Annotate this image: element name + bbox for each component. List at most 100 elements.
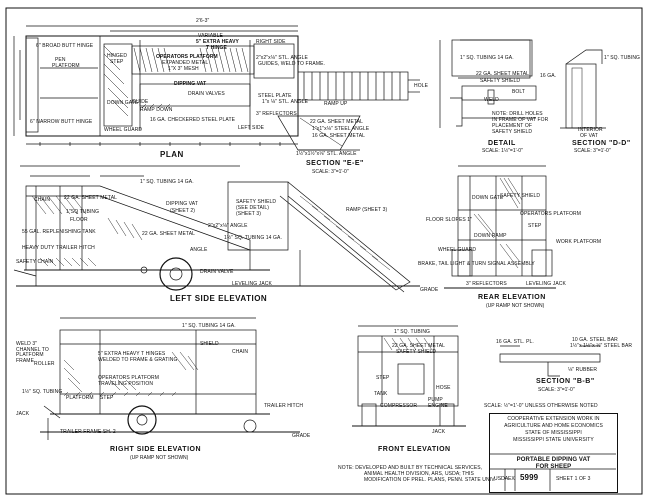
front-label: TANK: [374, 391, 388, 397]
drawing-subtitle: FOR SHEEP: [535, 464, 572, 470]
section-dd-scale: SCALE: 3"=1'-0": [574, 148, 611, 154]
rear-label: WORK PLATFORM: [556, 239, 602, 245]
plan-label: 2"x2"x⅛" STL. ANGLE: [256, 55, 308, 61]
rear-label: DOWN RAMP: [474, 233, 507, 239]
left-side-hatching: [31, 195, 391, 271]
plan-label: PEN: [55, 57, 66, 63]
right-side-label: ROLLER: [34, 361, 55, 367]
left-side-label: LEVELING JACK: [232, 281, 272, 287]
section-bb-label: 1½"x 1½"x ⅛" STEEL BAR: [570, 343, 633, 349]
detail-label: IN FRAME OF VAT FOR: [492, 117, 549, 123]
front-label: HOSE: [436, 385, 451, 391]
plan-label: DIPPING VAT: [174, 81, 207, 87]
detail-label: SAFETY SHIELD: [492, 129, 533, 135]
left-side-label: SAFETY CHAIN: [16, 259, 54, 265]
section-ee-label: 1½"x1½"x⅛" STL. ANGLE: [296, 151, 357, 157]
right-side-label: CHAIN: [232, 349, 249, 355]
plan-hatching: [103, 45, 249, 117]
section-bb: [499, 345, 601, 377]
front-label: JACK: [432, 429, 446, 435]
plan-label: LEFT SIDE: [238, 125, 265, 131]
left-side-label: 1½" SQ. TUBING 14 GA.: [224, 235, 282, 241]
plan-label: 1"X 3" MESH: [168, 66, 199, 72]
left-side-label: ANGLE: [190, 247, 208, 253]
agency-label: USDA: [494, 476, 509, 482]
plan-label: T HINGE: [206, 45, 227, 51]
left-side-label: (SHEET 3): [236, 211, 261, 217]
plan-label: STEEL PLATE: [258, 93, 292, 99]
plan-label: VARIABLE: [198, 33, 223, 39]
plan-label: EXPANDED METAL: [162, 60, 209, 66]
plan-label: RIGHT SIDE: [256, 39, 286, 45]
right-side-label: TRAVELING POSITION: [98, 381, 154, 387]
detail-label: 22 GA. SHEET METAL: [476, 71, 530, 77]
plan-label: 2'6-3": [196, 18, 210, 24]
detail-label: NOTE: DRILL HOLES: [492, 111, 543, 117]
drawing-title: PORTABLE DIPPING VAT: [516, 457, 591, 463]
plan-label: GUIDES, WELD TO FRAME.: [258, 61, 326, 67]
detail-scale: SCALE: 1½"=1'-0": [482, 148, 523, 154]
title-block-org: STATE OF MISSISSIPPI: [525, 430, 582, 436]
plan-label: 3" REFLECTORS: [256, 111, 297, 117]
rear-note: (UP RAMP NOT SHOWN): [486, 303, 545, 309]
note-line: MODIFICATION OF PREL. PLANS, PENN. STATE…: [364, 477, 496, 483]
section-ee-label: 16 GA. SHEET METAL: [312, 133, 366, 139]
right-side-label: SHIELD: [200, 341, 219, 347]
section-dd-label: OF VAT: [580, 133, 598, 139]
left-side-label: CHAIN: [34, 197, 51, 203]
title-block-org: COOPERATIVE EXTENSION WORK IN: [507, 416, 600, 422]
detail-label: PLACEMENT OF: [492, 123, 533, 129]
rear-label: LEVELING JACK: [526, 281, 566, 287]
rear-label: FLOOR SLOPES 1": [426, 217, 473, 223]
front-elevation: [352, 325, 466, 427]
section-dd-title: SECTION "D-D": [572, 140, 631, 147]
section-dd: [560, 49, 606, 129]
detail-label: 16 GA.: [540, 73, 557, 79]
plan-view: [13, 25, 420, 146]
rear-label: WHEEL GUARD: [438, 247, 477, 253]
front-label: 1" SQ. TUBING: [394, 329, 431, 335]
plan-label: DRAIN VALVES: [188, 91, 225, 97]
left-side-label: SAFETY SHIELD: [236, 199, 277, 205]
section-dd-label: 1" SQ. TUBING: [604, 55, 641, 61]
left-side-label: 22 GA. SHEET METAL: [142, 231, 196, 237]
note-line: ANIMAL HEALTH DIVISION, ARS, USDA; THIS: [364, 471, 474, 477]
right-side-title: RIGHT SIDE ELEVATION: [110, 446, 202, 453]
right-side-label: 5" EXTRA HEAVY T HINGES WELDED TO FRAME …: [98, 351, 178, 363]
plan-label: HOLE: [414, 83, 429, 89]
rear-label: SAFETY SHIELD: [500, 193, 541, 199]
detail-view: [439, 39, 537, 128]
detail-label: SAFETY SHIELD: [480, 78, 521, 84]
rear-label: GRADE: [420, 287, 439, 293]
plan-label: 6" NARROW BUTT HINGE: [30, 119, 93, 125]
front-label: SAFETY SHIELD: [396, 349, 437, 355]
rear-hatching: [473, 177, 523, 269]
left-side-label: 1"SQ TUBING: [66, 209, 100, 215]
left-side-label: (SHEET 2): [170, 208, 195, 214]
sheet-number: SHEET 1 OF 3: [556, 476, 591, 482]
left-side-label: 1" SQ. TUBING 14 GA.: [140, 179, 194, 185]
right-side-label: JACK: [16, 411, 30, 417]
left-side-title: LEFT SIDE ELEVATION: [170, 294, 268, 303]
right-side-label: STEP: [100, 395, 114, 401]
left-side-label: 2"x2"x⅛" ANGLE: [208, 223, 248, 229]
section-ee-scale: SCALE: 3"=1'-0": [312, 169, 349, 175]
right-side-elevation: [40, 317, 300, 440]
plan-label: 6" BROAD BUTT HINGE: [36, 43, 94, 49]
front-label: COMPRESSOR: [380, 403, 418, 409]
front-label: STEP: [376, 375, 390, 381]
title-block-org: MISSISSIPPI STATE UNIVERSITY: [513, 437, 594, 443]
plan-label: STEP: [110, 59, 124, 65]
plan-title: PLAN: [160, 150, 184, 159]
plan-label: 16 GA. CHECKERED STEEL PLATE: [150, 117, 236, 123]
detail-title: DETAIL: [488, 140, 516, 147]
rear-label: DOWN GATE: [472, 195, 504, 201]
section-bb-label: ⅛" RUBBER: [568, 367, 598, 373]
rear-title: REAR ELEVATION: [478, 294, 546, 301]
plan-label: RAMP UP: [324, 101, 348, 107]
title-block-org: AGRICULTURE AND HOME ECONOMICS: [504, 423, 603, 429]
left-side-label: DRAIN VALVE: [200, 269, 234, 275]
right-side-label: 1" SQ. TUBING 14 GA.: [182, 323, 236, 329]
right-side-label: OPERATORS PLATFORM: [98, 375, 159, 381]
scale-note: SCALE: ½"=1'-0" UNLESS OTHERWISE NOTED: [484, 403, 598, 409]
